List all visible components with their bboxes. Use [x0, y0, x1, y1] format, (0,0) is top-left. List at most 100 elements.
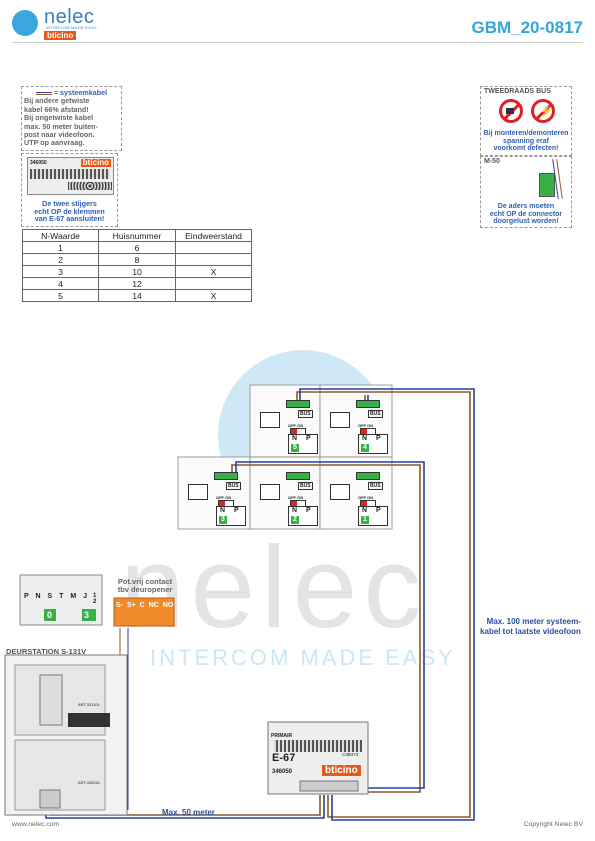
- max100-label: Max. 100 meter systeem- kabel tot laatst…: [480, 617, 581, 637]
- max50-label: Max. 50 meter: [162, 808, 215, 817]
- np-block: N P 4: [358, 434, 388, 454]
- brand-tagline: INTERCOM MADE EASY: [46, 25, 98, 30]
- e67-module-thumb: 346050 bticino: [27, 157, 114, 195]
- watermark-tagline: INTERCOM MADE EASY: [150, 645, 456, 670]
- cable-note-line: UTP op aanvraag.: [24, 138, 85, 148]
- no-voltage-icon: ⚡: [531, 99, 555, 123]
- document-number: GBM_20-0817: [471, 18, 583, 37]
- jumper-label: 2: [93, 599, 97, 605]
- screw-terminals-icon: [68, 182, 112, 190]
- table-cell: X: [175, 289, 252, 302]
- m50-title: M-50: [484, 158, 500, 165]
- videophone-screen-icon: [188, 484, 208, 500]
- jumper-label: T: [59, 593, 66, 600]
- caption-line: voorkomt defecten!: [493, 145, 559, 153]
- caption-line: Bij monteren/demonteren: [483, 130, 569, 137]
- contact-terminals: S- S+ C NC NO: [116, 602, 173, 609]
- caption-line: echt OP de connector: [489, 210, 563, 218]
- e67-note: 346050 bticino De twee stijgers echt OP …: [21, 153, 118, 227]
- jumper-value: 0: [47, 610, 53, 620]
- footer-website: www.nelec.com: [12, 821, 60, 828]
- bus-terminal-icon: [356, 400, 380, 408]
- article-label: ART.332041: [78, 780, 100, 785]
- np-block: N P 2: [288, 506, 318, 526]
- e67-note-caption: De twee stijgers echt OP de klemmen van …: [22, 200, 117, 223]
- p-label: P: [234, 507, 239, 514]
- terminal-label: NC: [148, 602, 159, 609]
- contact-title-line: tbv deuropener: [117, 585, 173, 594]
- jumper-label: 1: [93, 593, 97, 599]
- cable-note-line: Bij andere getwiste: [24, 96, 90, 106]
- cable-legend-text: = systeemkabel: [53, 88, 108, 97]
- jumper-label: S: [47, 593, 55, 600]
- bticino-logo: bticino: [44, 31, 77, 40]
- bus-terminal-icon: [356, 472, 380, 480]
- cable-swatch-icon: [35, 91, 52, 95]
- videophone-screen-icon: [330, 412, 350, 428]
- off-on-label: OFF ON: [288, 423, 304, 428]
- p-label: P: [376, 435, 381, 442]
- m50-note: M-50 De aders moeten echt OP de connecto…: [480, 156, 572, 228]
- bus-warning-caption: Bij monteren/demonteren spanning eraf vo…: [481, 130, 571, 153]
- cable-note: = systeemkabel Bij andere getwiste kabel…: [21, 86, 122, 151]
- cable-note-line: Bij ongetwiste kabel: [24, 113, 94, 123]
- off-on-label: OFF ON: [358, 495, 374, 500]
- max100-line: Max. 100 meter systeem-: [486, 617, 581, 626]
- videophone: BUS OFF ON N P 1: [326, 462, 388, 526]
- caption-line: echt OP de klemmen: [34, 206, 105, 216]
- caption-line: doorgelust worden!: [493, 218, 559, 226]
- np-block: N P 3: [216, 506, 246, 526]
- jumper-labels: P N S T M J: [24, 593, 90, 600]
- e67-code: 346050: [272, 769, 293, 775]
- bus-label: BUS: [368, 482, 383, 490]
- off-on-label: OFF ON: [216, 495, 232, 500]
- door-station-label: DEURSTATION S-131V: [6, 647, 87, 656]
- e67-primary-label: PRIMAIR: [271, 733, 293, 739]
- bus-warning-note: TWEEDRAADS BUS ⚡ Bij monteren/demonteren…: [480, 86, 572, 156]
- videophone: BUS OFF ON N P 4: [326, 390, 388, 454]
- footer-copyright: Copyright Nelec BV: [523, 821, 583, 828]
- cable-legend: = systeemkabel: [24, 88, 119, 97]
- terminal-label: S+: [126, 602, 136, 609]
- bus-label: BUS: [298, 410, 313, 418]
- terminal-label: S-: [116, 602, 123, 609]
- jumper-label-stack: 1 2: [93, 593, 96, 605]
- jumper-module: [19, 574, 103, 626]
- e67-module: [267, 721, 369, 795]
- n-label: N: [362, 435, 368, 442]
- n-value: 5: [291, 444, 299, 452]
- n-value: 2: [291, 516, 299, 524]
- bus-terminal-icon: [286, 400, 310, 408]
- caption-line: van E-67 aansluiten!: [34, 214, 105, 224]
- jumper-value: 3: [84, 610, 91, 620]
- bus-label: BUS: [298, 482, 313, 490]
- n-value: 4: [361, 444, 369, 452]
- n-label: N: [292, 507, 298, 514]
- contact-title: Pot.vrij contact tbv deuropener: [113, 578, 177, 594]
- n-value: 1: [361, 516, 369, 524]
- cable-note-line: max. 50 meter buiten-: [24, 121, 98, 131]
- videophone: BUS OFF ON N P 5: [256, 390, 318, 454]
- module-brand: bticino: [80, 158, 111, 167]
- videophone: BUS OFF ON N P 2: [256, 462, 318, 526]
- p-label: P: [306, 507, 311, 514]
- header-divider: [12, 42, 583, 43]
- p-label: P: [306, 435, 311, 442]
- max100-line: kabel tot laatste videofoon: [480, 627, 581, 636]
- terminal-label: C: [139, 602, 145, 609]
- e67-name: E-67: [272, 752, 296, 764]
- watermark-text: nelec: [120, 522, 428, 652]
- videophone-screen-icon: [260, 412, 280, 428]
- off-on-label: OFF ON: [358, 423, 374, 428]
- no-plug-icon: [499, 99, 523, 123]
- n-label: N: [292, 435, 298, 442]
- p-label: P: [376, 507, 381, 514]
- door-station: [4, 654, 128, 816]
- videophone: BUS OFF ON N P 3: [184, 462, 246, 526]
- cable-note-line: post naar videofoon.: [24, 130, 95, 140]
- bus-label: BUS: [226, 482, 241, 490]
- jumper-label: P: [24, 593, 32, 600]
- contact-title-line: Pot.vrij contact: [117, 577, 173, 586]
